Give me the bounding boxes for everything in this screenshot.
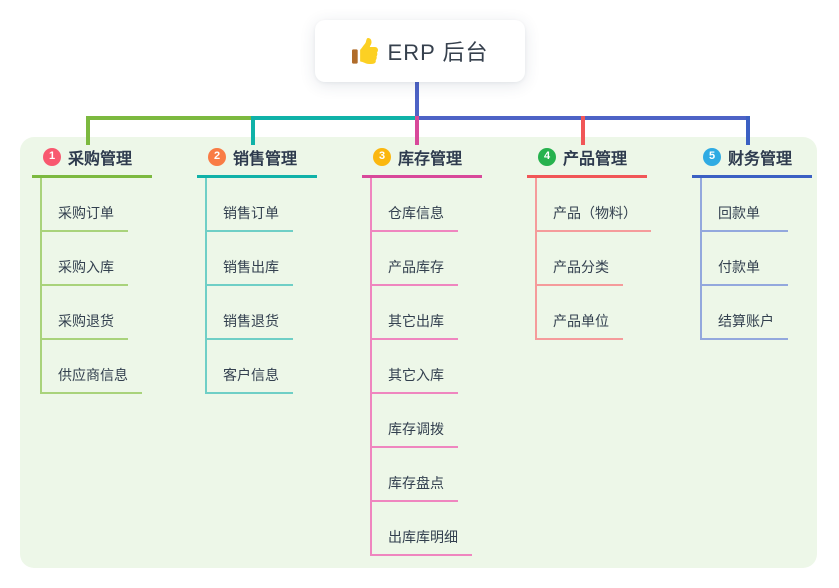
child-node[interactable]: 其它入库 <box>372 340 458 394</box>
child-node[interactable]: 客户信息 <box>207 340 293 394</box>
root-stem-connector <box>415 82 419 120</box>
child-node[interactable]: 回款单 <box>702 178 788 232</box>
branch-header-finance[interactable]: 5 财务管理 <box>692 145 812 178</box>
branch-header-product[interactable]: 4 产品管理 <box>527 145 647 178</box>
child-node[interactable]: 采购订单 <box>42 178 128 232</box>
root-node-title: ERP 后台 <box>387 40 489 65</box>
child-node[interactable]: 出库库明细 <box>372 502 472 556</box>
branch-header-sales[interactable]: 2 销售管理 <box>197 145 317 178</box>
branch-children-sales: 销售订单 销售出库 销售退货 客户信息 <box>205 178 293 394</box>
branch-number-badge: 2 <box>208 147 226 166</box>
branch-header-inventory[interactable]: 3 库存管理 <box>362 145 482 178</box>
branch-title: 财务管理 <box>728 150 793 168</box>
connector-drop-product <box>581 116 585 145</box>
child-node[interactable]: 产品单位 <box>537 286 623 340</box>
branch-title: 产品管理 <box>563 150 628 168</box>
branch-sales: 2 销售管理 销售订单 销售出库 销售退货 客户信息 <box>197 145 317 394</box>
connector-drop-finance <box>746 116 750 145</box>
thumbs-up-icon <box>351 38 378 64</box>
child-node[interactable]: 销售退货 <box>207 286 293 340</box>
branch-number-badge: 3 <box>373 147 391 166</box>
connector-drop-purchase <box>86 116 90 145</box>
child-node[interactable]: 采购退货 <box>42 286 128 340</box>
connector-drop-inventory <box>415 116 419 145</box>
child-node[interactable]: 其它出库 <box>372 286 458 340</box>
child-node[interactable]: 产品分类 <box>537 232 623 286</box>
child-node[interactable]: 销售订单 <box>207 178 293 232</box>
branches-panel <box>20 137 817 568</box>
child-node[interactable]: 库存调拨 <box>372 394 458 448</box>
branch-children-finance: 回款单 付款单 结算账户 <box>700 178 788 340</box>
child-node[interactable]: 仓库信息 <box>372 178 458 232</box>
branch-product: 4 产品管理 产品（物料） 产品分类 产品单位 <box>527 145 651 340</box>
branch-number-badge: 5 <box>703 147 721 166</box>
child-node[interactable]: 销售出库 <box>207 232 293 286</box>
branch-title: 库存管理 <box>398 150 463 168</box>
child-node[interactable]: 结算账户 <box>702 286 788 340</box>
child-node[interactable]: 采购入库 <box>42 232 128 286</box>
branch-title: 销售管理 <box>233 150 298 168</box>
child-node[interactable]: 供应商信息 <box>42 340 142 394</box>
branch-finance: 5 财务管理 回款单 付款单 结算账户 <box>692 145 812 340</box>
branch-header-purchase[interactable]: 1 采购管理 <box>32 145 152 178</box>
branch-purchase: 1 采购管理 采购订单 采购入库 采购退货 供应商信息 <box>32 145 152 394</box>
child-node[interactable]: 产品库存 <box>372 232 458 286</box>
branch-inventory: 3 库存管理 仓库信息 产品库存 其它出库 其它入库 库存调拨 库存盘点 出库库… <box>362 145 482 556</box>
child-node[interactable]: 付款单 <box>702 232 788 286</box>
branch-children-product: 产品（物料） 产品分类 产品单位 <box>535 178 651 340</box>
connector-horizontal-green <box>86 116 255 120</box>
branch-children-inventory: 仓库信息 产品库存 其它出库 其它入库 库存调拨 库存盘点 出库库明细 <box>370 178 472 556</box>
branch-number-badge: 4 <box>538 147 556 166</box>
branch-number-badge: 1 <box>43 147 61 166</box>
root-node-erp[interactable]: ERP 后台 <box>315 20 525 82</box>
child-node[interactable]: 产品（物料） <box>537 178 651 232</box>
connector-horizontal-teal <box>251 116 419 120</box>
child-node[interactable]: 库存盘点 <box>372 448 458 502</box>
branch-children-purchase: 采购订单 采购入库 采购退货 供应商信息 <box>40 178 142 394</box>
connector-drop-sales <box>251 116 255 145</box>
branch-title: 采购管理 <box>68 150 133 168</box>
